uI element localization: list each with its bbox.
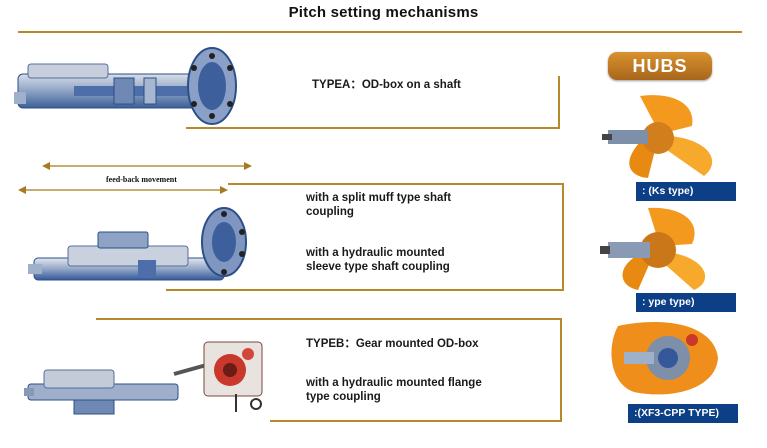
feedback-arrow-lower: [18, 182, 228, 194]
section-a-right-rule: [558, 76, 560, 129]
hubs-badge: HUBS: [608, 52, 712, 80]
section-b-right-rule: [562, 183, 564, 291]
type-a-label: TYPEA：OD-box on a shaft: [312, 79, 461, 91]
split-muff-line-1: with a split muff type shaft: [306, 192, 452, 204]
shaft-coupling-illustration: [28, 202, 254, 294]
flange-coupling-line-1: with a hydraulic mounted flange: [306, 377, 482, 389]
section-c-top-rule: [96, 318, 562, 320]
flange-coupling-text: with a hydraulic mounted flange type cou…: [306, 376, 482, 404]
xf3-cpp-type-label: :(XF3-CPP TYPE): [628, 404, 738, 423]
feedback-movement-label: feed-back movement: [106, 175, 177, 184]
split-muff-text: with a split muff type shaft coupling: [306, 191, 451, 219]
feedback-arrow-upper: [42, 158, 252, 170]
title-underline: [18, 31, 742, 33]
sleeve-coupling-text: with a hydraulic mounted sleeve type sha…: [306, 246, 450, 274]
second-type-hub-image: [598, 206, 722, 292]
split-muff-line-2: coupling: [306, 206, 354, 218]
ks-type-label: : (Ks type): [636, 182, 736, 201]
section-c-bottom-rule: [270, 420, 562, 422]
section-b-top-rule: [228, 183, 564, 185]
section-c-right-rule: [560, 318, 562, 422]
second-type-label: : ype type): [636, 293, 736, 312]
flange-coupling-line-2: type coupling: [306, 391, 381, 403]
xf3-cpp-hub-image: [604, 318, 728, 400]
sleeve-coupling-line-2: sleeve type shaft coupling: [306, 261, 450, 273]
ks-type-hub-image: [600, 92, 724, 178]
page-title: Pitch setting mechanisms: [288, 4, 479, 21]
type-b-label: TYPEB：Gear mounted OD-box: [306, 338, 479, 350]
sleeve-coupling-line-1: with a hydraulic mounted: [306, 247, 445, 259]
section-b-bottom-rule: [166, 289, 564, 291]
gear-od-box-illustration: [24, 330, 274, 426]
section-a-bottom-rule: [186, 127, 560, 129]
od-box-shaft-illustration: [14, 38, 254, 130]
